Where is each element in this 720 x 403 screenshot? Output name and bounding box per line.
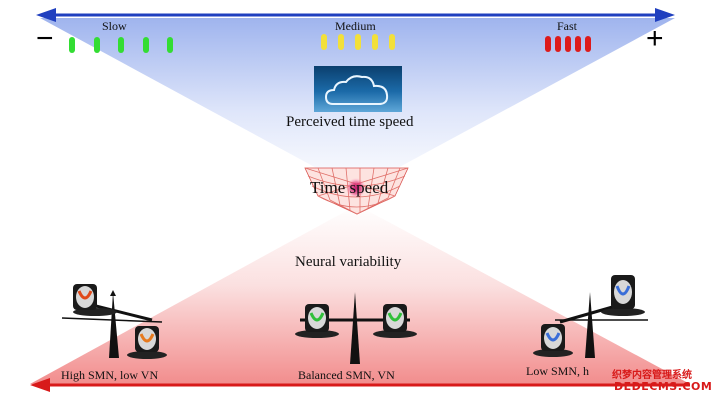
medium-dash bbox=[355, 34, 361, 50]
medium-dash bbox=[321, 34, 327, 50]
time-speed-glow bbox=[346, 178, 366, 198]
minus-sign: − bbox=[36, 22, 54, 55]
perceived-time-speed-label: Perceived time speed bbox=[286, 114, 414, 130]
cloud-icon bbox=[324, 75, 389, 105]
left-balance bbox=[61, 290, 167, 359]
medium-dash bbox=[389, 34, 395, 50]
brain-icon-right-low bbox=[541, 324, 565, 351]
brain-icon-left-high bbox=[73, 284, 97, 310]
fast-dash bbox=[545, 36, 551, 52]
slow-label: Slow bbox=[102, 19, 127, 33]
right-balance-label: Low SMN, h bbox=[526, 364, 590, 378]
slow-dash bbox=[118, 37, 124, 53]
bottom-arrow bbox=[30, 378, 690, 392]
neural-variability-label: Neural variability bbox=[295, 254, 402, 270]
medium-label: Medium bbox=[335, 19, 376, 33]
fast-dash bbox=[565, 36, 571, 52]
time-speed-label: Time speed bbox=[310, 178, 389, 197]
watermark-line2: DEDECMS.COM bbox=[614, 380, 713, 393]
fast-label: Fast bbox=[557, 19, 578, 33]
slow-dash bbox=[69, 37, 75, 53]
brain-icon-middle-right bbox=[383, 304, 407, 332]
watermark-line1: 织梦内容管理系统 bbox=[612, 370, 692, 381]
plus-sign: + bbox=[646, 22, 664, 55]
slow-dash bbox=[143, 37, 149, 53]
top-double-arrow bbox=[36, 8, 675, 22]
medium-dash bbox=[338, 34, 344, 50]
brain-icon-middle-left bbox=[305, 304, 329, 332]
fast-dash bbox=[555, 36, 561, 52]
fast-dash bbox=[585, 36, 591, 52]
slow-dash bbox=[94, 37, 100, 53]
brain-icon-left-low bbox=[135, 326, 159, 352]
brain-icon-right-high bbox=[611, 275, 635, 309]
left-balance-label: High SMN, low VN bbox=[61, 368, 159, 382]
slow-dash bbox=[167, 37, 173, 53]
middle-balance-label: Balanced SMN, VN bbox=[298, 368, 395, 382]
lower-triangle bbox=[30, 205, 690, 384]
fast-dash bbox=[575, 36, 581, 52]
medium-dash bbox=[372, 34, 378, 50]
